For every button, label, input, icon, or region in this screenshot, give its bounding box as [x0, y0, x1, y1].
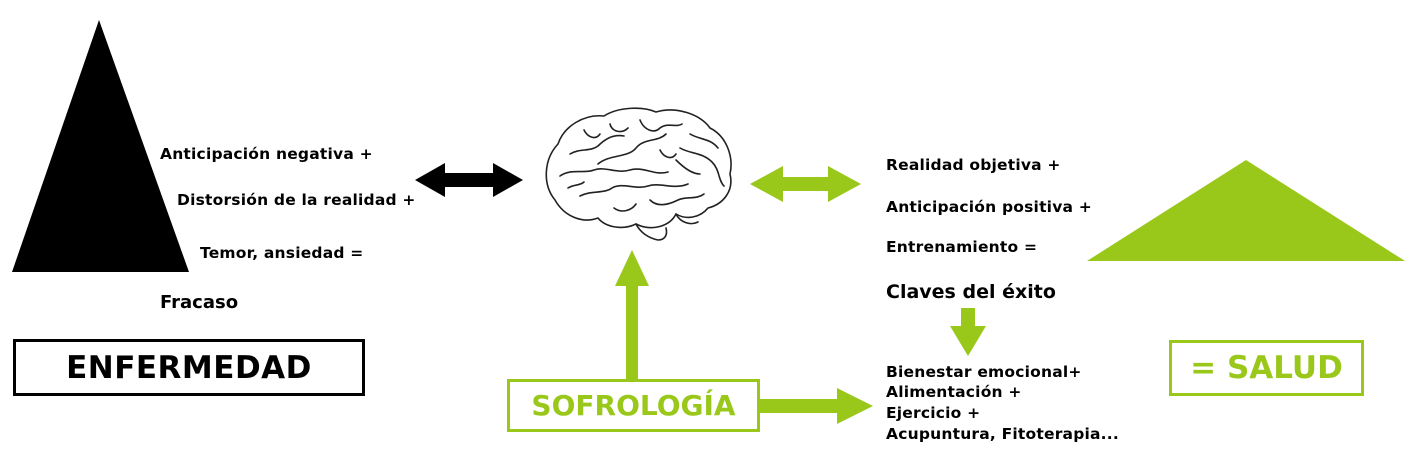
left-line-2: Distorsión de la realidad + — [177, 191, 416, 209]
right-list-2: Alimentación + — [886, 383, 1022, 401]
positive-pyramid — [1087, 160, 1405, 261]
left-line-1: Anticipación negativa + — [160, 145, 373, 163]
brain-icon — [545, 107, 732, 241]
right-result: Claves del éxito — [886, 281, 1056, 303]
right-arrow — [760, 388, 873, 424]
health-label: = SALUD — [1190, 350, 1343, 386]
sofrologia-label: SOFROLOGÍA — [531, 389, 736, 422]
down-arrow — [950, 308, 986, 356]
right-list-1: Bienestar emocional+ — [886, 363, 1082, 381]
left-line-3: Temor, ansiedad = — [200, 244, 364, 262]
left-result: Fracaso — [160, 292, 239, 313]
right-line-2: Anticipación positiva + — [886, 198, 1092, 216]
right-line-3: Entrenamiento = — [886, 238, 1038, 256]
disease-box: ENFERMEDAD — [13, 339, 365, 396]
negative-pyramid — [12, 20, 189, 272]
positive-double-arrow — [750, 166, 861, 202]
negative-double-arrow — [415, 163, 523, 197]
right-list-3: Ejercicio + — [886, 404, 981, 422]
health-box: = SALUD — [1169, 340, 1364, 396]
right-list-4: Acupuntura, Fitoterapia... — [886, 425, 1119, 443]
sofrologia-box: SOFROLOGÍA — [507, 379, 760, 432]
right-line-1: Realidad objetiva + — [886, 156, 1061, 174]
disease-label: ENFERMEDAD — [66, 349, 312, 386]
up-arrow — [615, 250, 649, 381]
